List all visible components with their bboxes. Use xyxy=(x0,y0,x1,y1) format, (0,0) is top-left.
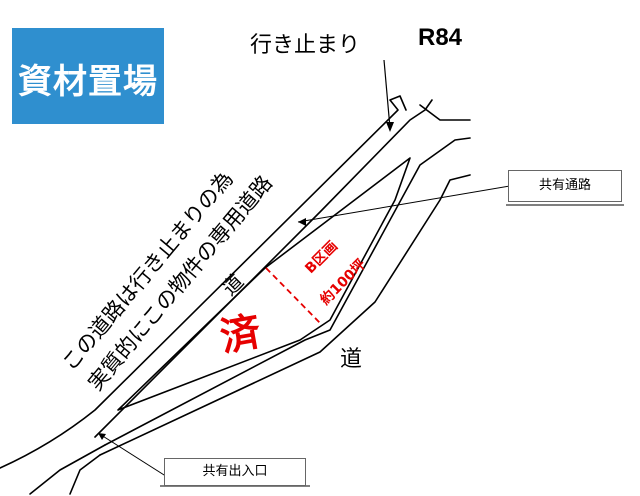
sold-lot-outline xyxy=(117,157,411,411)
note-line1: この道路は行き止まりの為 xyxy=(57,167,237,375)
road-right-outer xyxy=(99,174,471,456)
junction-top xyxy=(419,104,471,121)
shared-path-box: 共有通路 xyxy=(508,170,622,202)
lot-divider-dashed xyxy=(265,267,323,326)
section-name-label: B区画 xyxy=(302,238,341,277)
material-yard-badge: 資材置場 xyxy=(12,28,164,124)
road-left-edge xyxy=(0,95,407,469)
road-lower-extension xyxy=(29,444,106,495)
shared-path-label: 共有通路 xyxy=(538,178,591,193)
road-right-edge xyxy=(104,137,471,446)
dead-end-label: 行き止まり xyxy=(250,33,360,58)
road-label-lower: 道 xyxy=(340,347,362,372)
shared-entrance-box: 共有出入口 xyxy=(164,458,306,486)
route-label: R84 xyxy=(418,24,463,51)
sold-mark: 済 xyxy=(217,309,265,361)
road-bottom-edge xyxy=(69,454,101,495)
road-label-inner: 道 xyxy=(217,269,248,300)
material-yard-label: 資材置場 xyxy=(18,62,158,102)
shared-entrance-label: 共有出入口 xyxy=(202,464,268,479)
